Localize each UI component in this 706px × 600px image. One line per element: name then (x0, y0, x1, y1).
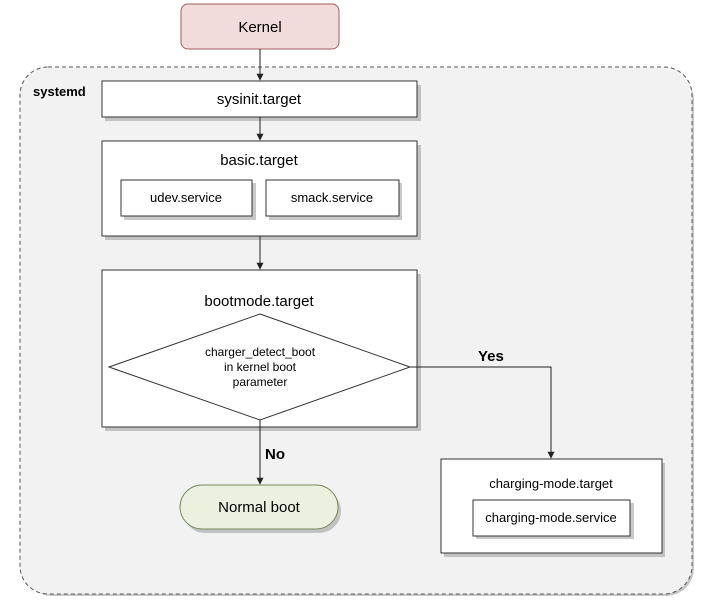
smack-service-label: smack.service (291, 190, 373, 205)
sysinit-target-label: sysinit.target (217, 91, 302, 108)
kernel-node: Kernel (180, 3, 340, 50)
yes-label: Yes (478, 348, 504, 365)
charging-mode-target-label: charging-mode.target (489, 476, 613, 491)
decision-line-3: parameter (233, 375, 288, 389)
basic-target-node: basic.target udev.service smack.service (101, 140, 421, 240)
normal-boot-label: Normal boot (218, 499, 301, 516)
bootmode-target-label: bootmode.target (204, 293, 314, 310)
charging-mode-service-label: charging-mode.service (485, 510, 617, 525)
smack-service-node: smack.service (265, 179, 402, 220)
udev-service-node: udev.service (120, 179, 256, 220)
sysinit-target-node: sysinit.target (101, 80, 421, 121)
basic-target-label: basic.target (220, 152, 298, 169)
bootmode-target-node: bootmode.target charger_detect_boot in k… (101, 269, 421, 431)
charging-mode-target-node: charging-mode.target charging-mode.servi… (440, 458, 665, 557)
kernel-label: Kernel (238, 19, 281, 36)
decision-line-2: in kernel boot (224, 360, 297, 374)
no-label: No (265, 446, 285, 463)
connectors (256, 49, 555, 485)
edge-decision-charging (410, 366, 555, 459)
udev-service-label: udev.service (150, 190, 222, 205)
charging-mode-service-node: charging-mode.service (472, 499, 634, 539)
systemd-label: systemd (33, 84, 86, 99)
charger-detect-decision: charger_detect_boot in kernel boot param… (107, 313, 412, 421)
decision-line-1: charger_detect_boot (205, 345, 316, 359)
normal-boot-node: Normal boot (179, 484, 341, 533)
